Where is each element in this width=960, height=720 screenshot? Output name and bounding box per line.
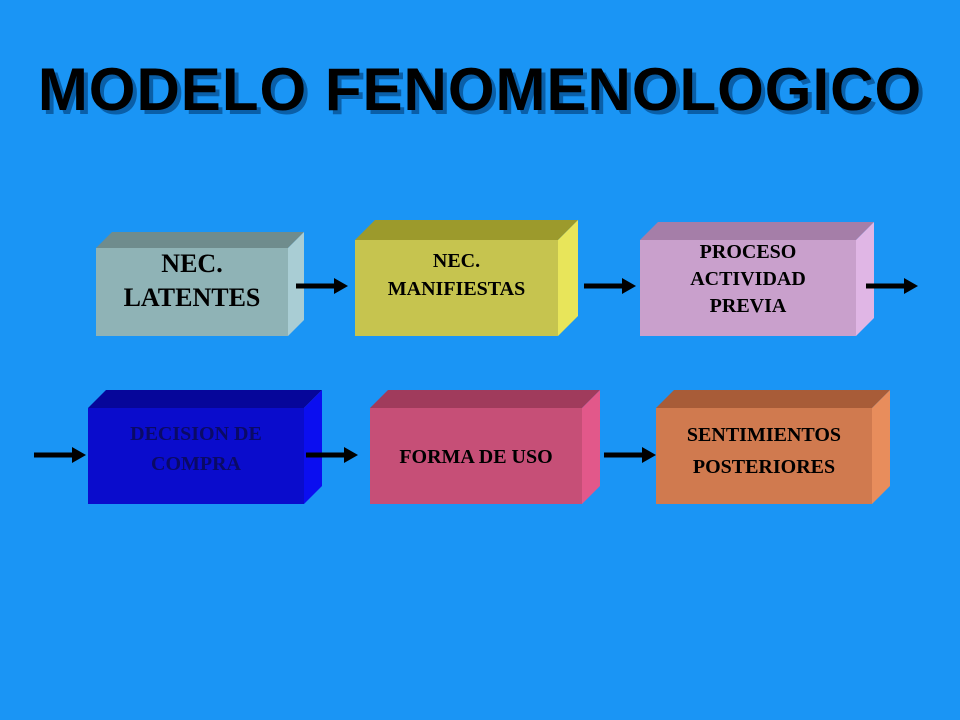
- box-forma-de-uso: FORMA DE USO: [370, 390, 600, 504]
- box-proceso-actividad-previa: PROCESO ACTIVIDAD PREVIA: [640, 222, 874, 336]
- box-sentimientos-posteriores: SENTIMIENTOS POSTERIORES: [656, 390, 890, 504]
- box-top-face: [88, 390, 322, 408]
- box-label-line: SENTIMIENTOS: [687, 424, 841, 446]
- box-label-line: PROCESO: [700, 241, 797, 263]
- box-top-face: [370, 390, 600, 408]
- box-side-face: [856, 222, 874, 336]
- box-nec-manifiestas: NEC. MANIFIESTAS: [355, 220, 578, 336]
- box-side-face: [304, 390, 322, 504]
- box-side-face: [558, 220, 578, 336]
- box-front-face: [370, 408, 582, 504]
- flow-arrow: [866, 278, 918, 294]
- flow-arrow: [306, 447, 358, 463]
- box-side-face: [872, 390, 890, 504]
- box-front-face: [355, 240, 558, 336]
- box-top-face: [640, 222, 874, 240]
- box-label-line: FORMA DE USO: [399, 446, 552, 468]
- box-label-line: COMPRA: [151, 453, 242, 475]
- box-front-face: [88, 408, 304, 504]
- box-top-face: [656, 390, 890, 408]
- box-label-line: PREVIA: [710, 295, 787, 317]
- box-front-face: [640, 240, 856, 336]
- box-top-face: [96, 232, 304, 248]
- box-label-line: NEC.: [161, 249, 222, 278]
- box-label-line: NEC.: [433, 250, 480, 272]
- box-nec-latentes: NEC. LATENTES: [96, 232, 304, 336]
- flow-arrow: [604, 447, 656, 463]
- flow-arrow: [584, 278, 636, 294]
- box-label-line: POSTERIORES: [693, 456, 835, 478]
- box-label-line: DECISION DE: [130, 423, 262, 445]
- box-side-face: [582, 390, 600, 504]
- box-label-line: LATENTES: [124, 283, 261, 312]
- box-label-line: MANIFIESTAS: [388, 278, 525, 300]
- box-decision-de-compra: DECISION DE COMPRA: [88, 390, 322, 504]
- box-label-line: ACTIVIDAD: [690, 268, 806, 290]
- page-title: MODELO FENOMENOLOGICO: [37, 56, 923, 123]
- box-top-face: [355, 220, 578, 240]
- flow-arrow: [296, 278, 348, 294]
- box-front-face: [656, 408, 872, 504]
- flow-arrow: [34, 447, 86, 463]
- box-front-face: [96, 248, 288, 336]
